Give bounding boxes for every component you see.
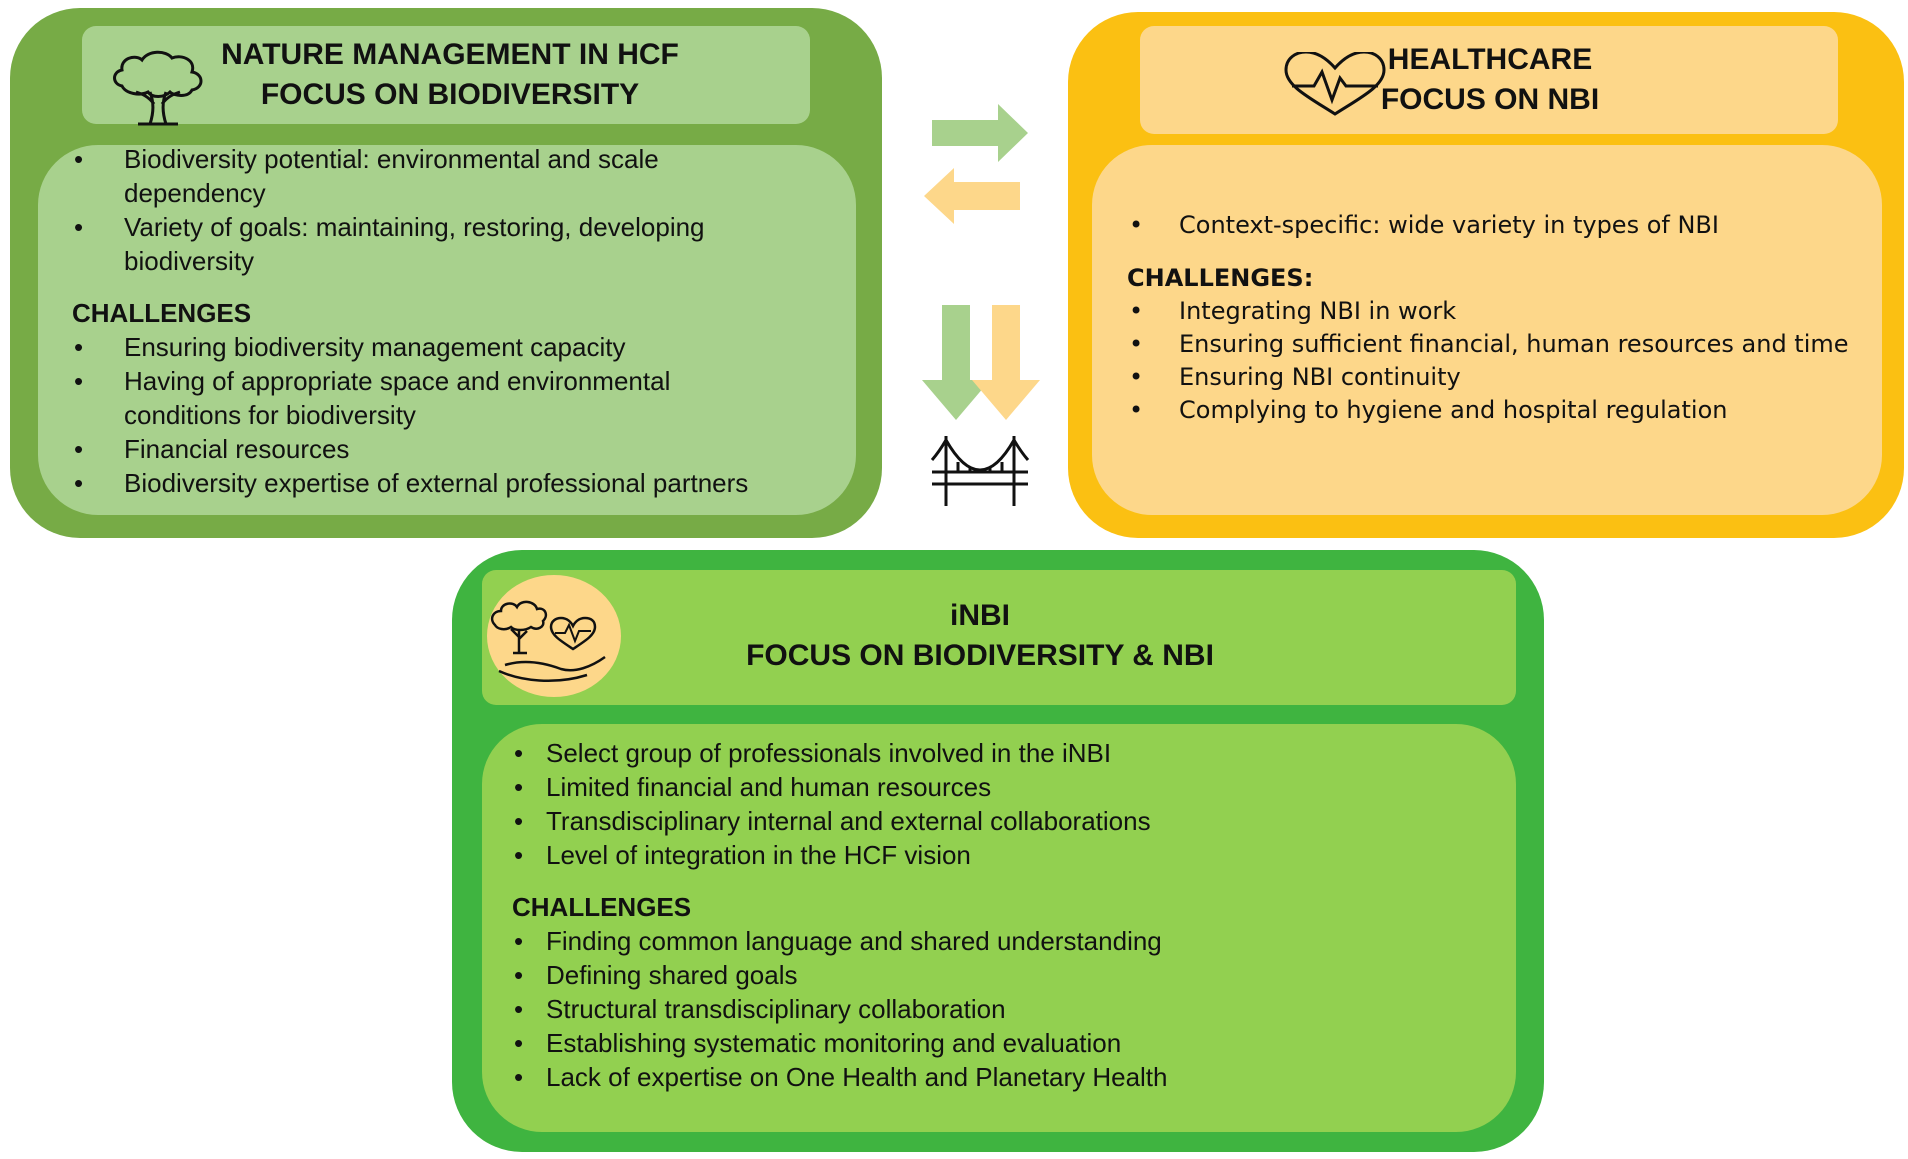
healthcare-header: [1140, 26, 1838, 134]
bridge-icon: [930, 436, 1030, 506]
healthcare-title-line2: FOCUS ON NBI: [1380, 83, 1600, 116]
list-item: Integrating NBI in work: [1127, 295, 1887, 328]
list-item: Select group of professionals involved i…: [512, 736, 1472, 770]
list-item: Having of appropriate space and environm…: [72, 364, 744, 432]
nature-title: NATURE MANAGEMENT IN HCF FOCUS ON BIODIV…: [185, 35, 715, 115]
heart-pulse-icon: [1280, 50, 1390, 123]
healthcare-challenges-label: CHALLENGES:: [1127, 264, 1314, 292]
healthcare-items: Context-specific: wide variety in types …: [1127, 209, 1887, 242]
healthcare-title-line1: HEALTHCARE: [1387, 43, 1593, 76]
list-item: Financial resources: [72, 432, 842, 466]
list-item: Ensuring NBI continuity: [1127, 361, 1887, 394]
list-item: Finding common language and shared under…: [512, 924, 1472, 958]
healthcare-content: Context-specific: wide variety in types …: [1127, 209, 1887, 427]
nature-content: Biodiversity potential: environmental an…: [72, 142, 842, 500]
list-item: Defining shared goals: [512, 958, 1472, 992]
list-item: Ensuring biodiversity management capacit…: [72, 330, 842, 364]
inbi-title-line2: FOCUS ON BIODIVERSITY & NBI: [746, 639, 1214, 672]
healthcare-title: HEALTHCARE FOCUS ON NBI: [1360, 40, 1620, 120]
list-item: Level of integration in the HCF vision: [512, 838, 1472, 872]
healthcare-challenges: Integrating NBI in work Ensuring suffici…: [1127, 295, 1887, 427]
list-item: Lack of expertise on One Health and Plan…: [512, 1060, 1472, 1094]
list-item: Transdisciplinary internal and external …: [512, 804, 1472, 838]
inbi-header: [482, 570, 1516, 705]
nature-challenges-label: CHALLENGES: [72, 298, 252, 328]
tree-icon: [108, 46, 208, 131]
list-item: Variety of goals: maintaining, restoring…: [72, 210, 804, 278]
list-item: Ensuring sufficient financial, human res…: [1127, 328, 1887, 361]
list-item: Establishing systematic monitoring and e…: [512, 1026, 1472, 1060]
nature-items: Biodiversity potential: environmental an…: [72, 142, 842, 278]
inbi-title: iNBI FOCUS ON BIODIVERSITY & NBI: [700, 596, 1260, 676]
list-item: Biodiversity potential: environmental an…: [72, 142, 744, 210]
list-item: Structural transdisciplinary collaborati…: [512, 992, 1472, 1026]
nature-title-line2: FOCUS ON BIODIVERSITY: [260, 78, 640, 111]
inbi-items: Select group of professionals involved i…: [512, 736, 1472, 872]
nature-header: [82, 26, 810, 124]
inbi-title-line1: iNBI: [950, 599, 1010, 632]
arrow-right-icon: [932, 104, 1028, 162]
tree-heart-hand-icon: [485, 573, 623, 704]
nature-challenges: Ensuring biodiversity management capacit…: [72, 330, 842, 500]
list-item: Context-specific: wide variety in types …: [1127, 209, 1887, 242]
inbi-content: Select group of professionals involved i…: [512, 736, 1472, 1094]
list-item: Biodiversity expertise of external profe…: [72, 466, 842, 500]
inbi-challenges-label: CHALLENGES: [512, 892, 692, 922]
inbi-challenges: Finding common language and shared under…: [512, 924, 1472, 1094]
arrow-down-yellow-icon: [972, 305, 1040, 420]
arrow-left-icon: [924, 168, 1020, 224]
list-item: Limited financial and human resources: [512, 770, 1472, 804]
arrow-down-green-icon: [922, 305, 990, 420]
nature-title-line1: NATURE MANAGEMENT IN HCF: [221, 38, 679, 71]
list-item: Complying to hygiene and hospital regula…: [1127, 394, 1887, 427]
